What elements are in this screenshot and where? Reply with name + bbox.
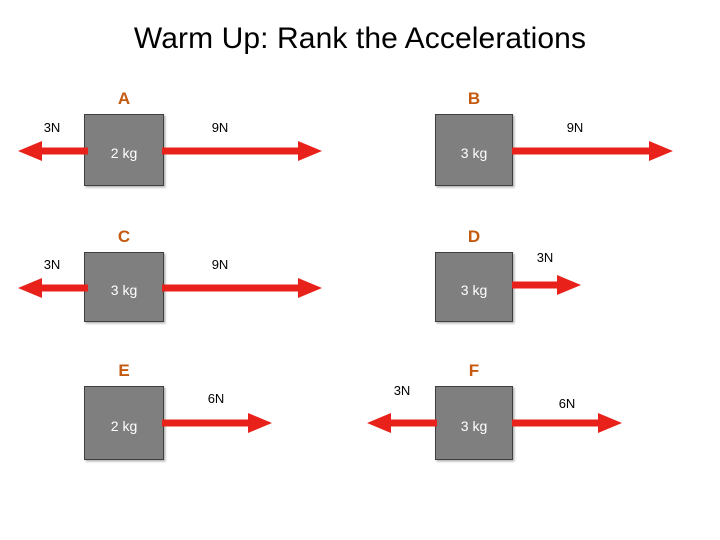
- panel-label-c: C: [117, 227, 131, 246]
- force-arrow-f-left: [367, 413, 437, 433]
- force-arrow-c-left: [18, 278, 88, 298]
- force-arrow-a-left: [18, 141, 88, 161]
- force-label-c-left: 3N: [43, 257, 61, 272]
- force-label-b-right: 9N: [566, 120, 584, 135]
- mass-label-b: 3 kg: [460, 145, 488, 161]
- panel-label-b: B: [467, 89, 481, 108]
- mass-box-d: 3 kg: [435, 252, 513, 322]
- panel-label-a: A: [117, 89, 131, 108]
- force-label-e-right: 6N: [207, 391, 225, 406]
- force-arrow-e-right: [162, 413, 272, 433]
- mass-label-a: 2 kg: [110, 145, 138, 161]
- force-arrow-c-right: [162, 278, 322, 298]
- force-label-a-right: 9N: [211, 120, 229, 135]
- force-label-f-left: 3N: [393, 383, 411, 398]
- page-title: Warm Up: Rank the Accelerations: [133, 22, 587, 55]
- force-arrow-d-right: [512, 275, 581, 295]
- force-arrow-b-right: [512, 141, 673, 161]
- mass-label-c: 3 kg: [110, 282, 138, 298]
- panel-label-f: F: [468, 361, 480, 380]
- mass-box-c: 3 kg: [84, 252, 164, 322]
- mass-box-a: 2 kg: [84, 114, 164, 186]
- force-label-c-right: 9N: [211, 257, 229, 272]
- mass-label-e: 2 kg: [110, 418, 138, 434]
- force-arrow-f-right: [512, 413, 622, 433]
- mass-box-f: 3 kg: [435, 386, 513, 460]
- panel-label-e: E: [118, 361, 130, 380]
- mass-label-f: 3 kg: [460, 418, 488, 434]
- mass-label-d: 3 kg: [460, 282, 488, 298]
- panel-label-d: D: [467, 227, 481, 246]
- force-label-f-right: 6N: [558, 396, 576, 411]
- mass-box-b: 3 kg: [435, 114, 513, 186]
- force-label-a-left: 3N: [43, 120, 61, 135]
- force-label-d-right: 3N: [536, 250, 554, 265]
- mass-box-e: 2 kg: [84, 386, 164, 460]
- force-arrow-a-right: [162, 141, 322, 161]
